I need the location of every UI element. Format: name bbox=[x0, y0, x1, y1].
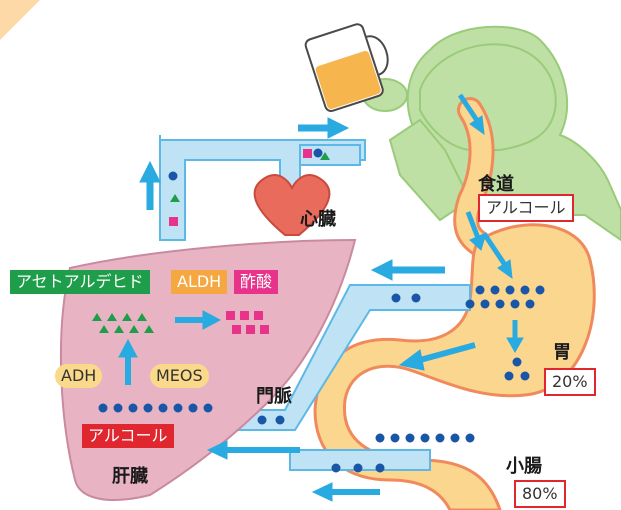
liver-label: 肝臓 bbox=[112, 466, 148, 487]
flow-arrows bbox=[118, 93, 524, 502]
acetaldehyde-molecules bbox=[92, 152, 330, 333]
corner-decoration bbox=[0, 0, 40, 40]
esophagus-alcohol-box: アルコール bbox=[478, 194, 574, 222]
beer-glass-icon bbox=[304, 23, 389, 112]
head-shape bbox=[419, 43, 557, 151]
meos-box: MEOS bbox=[150, 364, 209, 388]
acetaldehyde-box: アセトアルデヒド bbox=[10, 270, 150, 294]
aldh-box: ALDH bbox=[171, 270, 228, 294]
stomach-label: 胃 bbox=[553, 342, 571, 363]
adh-box: ADH bbox=[55, 364, 103, 388]
stomach-percent-box: 20% bbox=[544, 368, 596, 396]
small-intestine-label: 小腸 bbox=[506, 456, 542, 477]
acetic-acid-molecules bbox=[169, 149, 312, 334]
acetic-acid-box: 酢酸 bbox=[234, 270, 279, 294]
heart-icon bbox=[253, 174, 331, 236]
stomach bbox=[313, 223, 596, 510]
alcohol-molecules bbox=[98, 148, 545, 473]
liver-alcohol-box: アルコール bbox=[82, 424, 174, 448]
small-intestine-percent-box: 80% bbox=[514, 480, 566, 508]
portal-vein-label: 門脈 bbox=[256, 386, 292, 407]
esophagus-label: 食道 bbox=[478, 174, 514, 195]
heart-label: 心臓 bbox=[300, 209, 336, 230]
